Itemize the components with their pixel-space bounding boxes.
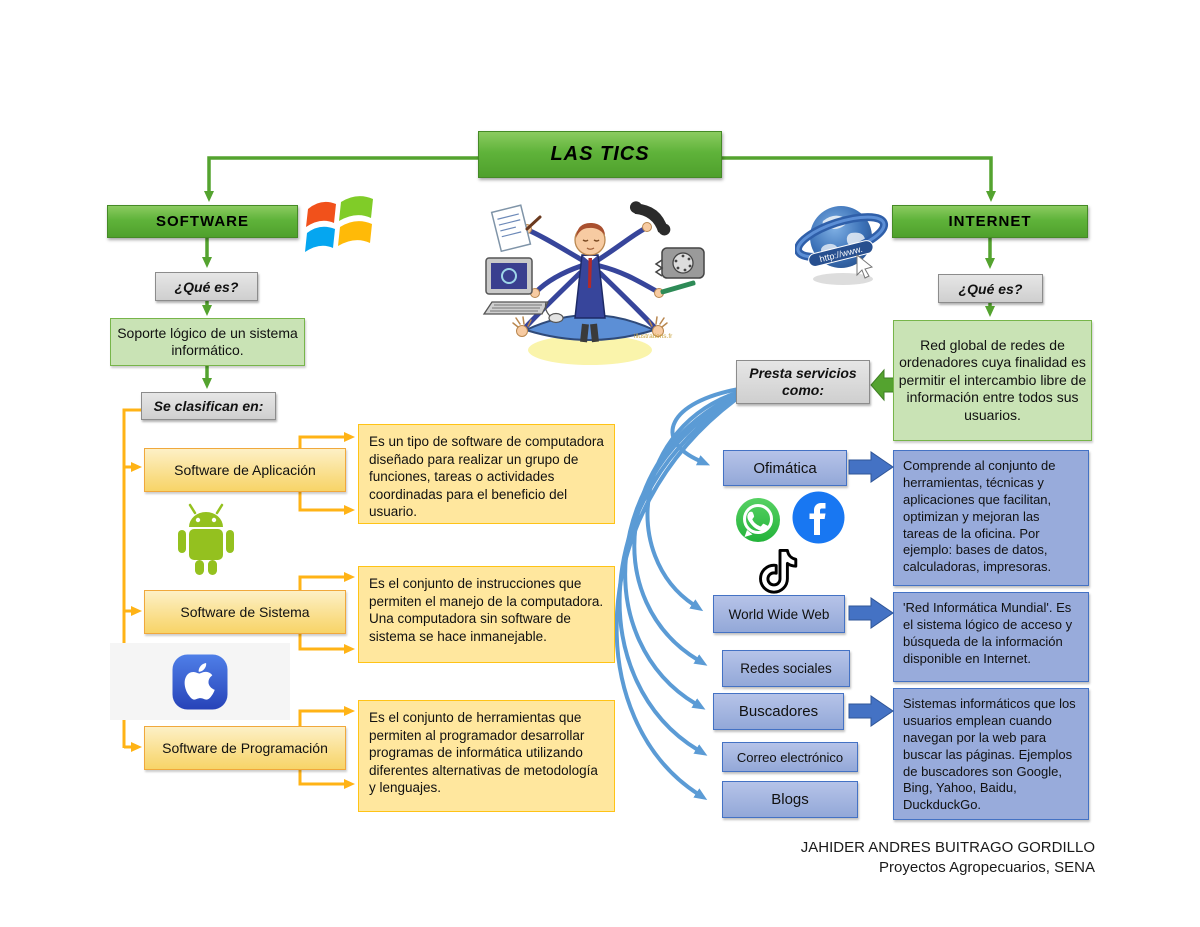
service-buscadores: Buscadores xyxy=(713,693,844,730)
service-label: Redes sociales xyxy=(740,661,832,676)
description-text: Es el conjunto de herramientas que permi… xyxy=(369,710,598,796)
author-credit: JAHIDER ANDRES BUITRAGO GORDILLO Proyect… xyxy=(700,838,1095,879)
whatsapp-logo-icon xyxy=(736,498,780,542)
category-software-aplicacion: Software de Aplicación xyxy=(144,448,346,492)
category-software-programacion: Software de Programación xyxy=(144,726,346,770)
cursor-arrow-icon xyxy=(856,253,874,279)
service-ofimatica-description: Comprende al conjunto de herramientas, t… xyxy=(893,450,1089,586)
software-classify-text: Se clasifican en: xyxy=(153,398,264,414)
service-label: World Wide Web xyxy=(728,606,830,622)
software-que-es-text: ¿Qué es? xyxy=(174,278,239,295)
blue-block-arrows xyxy=(848,451,894,727)
service-label: Correo electrónico xyxy=(736,749,844,765)
service-blogs: Blogs xyxy=(722,781,858,818)
services-label-box: Presta servicios como: xyxy=(736,360,870,404)
category-label: Software de Programación xyxy=(162,740,328,756)
internet-definition-text: Red global de redes de ordenadores cuya … xyxy=(898,336,1087,423)
description-text: Es el conjunto de instrucciones que perm… xyxy=(369,576,604,644)
internet-que-es-text: ¿Qué es? xyxy=(958,280,1023,297)
software-que-es-box: ¿Qué es? xyxy=(155,272,258,301)
description-text: Comprende al conjunto de herramientas, t… xyxy=(903,458,1056,575)
software-branch-box: SOFTWARE xyxy=(107,205,298,238)
service-ofimatica: Ofimática xyxy=(723,450,847,486)
android-logo-icon xyxy=(178,503,234,575)
internet-que-es-box: ¿Qué es? xyxy=(938,274,1043,303)
services-label-text: Presta servicios como: xyxy=(749,365,857,398)
apple-icon-panel xyxy=(110,643,290,720)
facebook-logo-icon xyxy=(792,491,845,544)
internet-label: INTERNET xyxy=(948,213,1032,230)
clipart-watermark: illustrations.fr xyxy=(634,333,673,340)
software-definition-text: Soporte lógico de un sistema informático… xyxy=(117,324,298,359)
service-world-wide-web: World Wide Web xyxy=(713,595,845,633)
service-label: Ofimática xyxy=(753,459,817,477)
green-block-arrow-left xyxy=(870,368,896,402)
software-label: SOFTWARE xyxy=(156,213,249,230)
internet-branch-box: INTERNET xyxy=(892,205,1088,238)
service-redes-sociales: Redes sociales xyxy=(722,650,850,687)
service-label: Blogs xyxy=(771,791,809,808)
tiktok-logo-icon xyxy=(759,549,798,594)
category-label: Software de Sistema xyxy=(180,604,310,620)
multitasking-person-clipart: illustrations.fr xyxy=(482,201,705,365)
description-text: Sistemas informáticos que los usuarios e… xyxy=(903,696,1076,813)
service-label: Buscadores xyxy=(738,703,819,720)
title-box: LAS TICS xyxy=(478,131,722,178)
author-name: JAHIDER ANDRES BUITRAGO GORDILLO xyxy=(800,839,1095,856)
title-text: LAS TICS xyxy=(550,143,650,165)
service-buscadores-description: Sistemas informáticos que los usuarios e… xyxy=(893,688,1089,820)
blue-curved-arrows xyxy=(614,387,741,801)
category-aplicacion-description: Es un tipo de software de computadora di… xyxy=(358,424,615,524)
author-program: Proyectos Agropecuarios, SENA xyxy=(879,859,1095,877)
software-classify-box: Se clasifican en: xyxy=(141,392,276,420)
service-www-description: 'Red Informática Mundial'. Es el sistema… xyxy=(893,592,1089,682)
apple-logo-icon xyxy=(172,654,228,709)
category-software-sistema: Software de Sistema xyxy=(144,590,346,634)
service-correo-electronico: Correo electrónico xyxy=(722,742,858,772)
category-sistema-description: Es el conjunto de instrucciones que perm… xyxy=(358,566,615,663)
internet-globe-icon: http://www. xyxy=(795,206,889,285)
category-label: Software de Aplicación xyxy=(174,462,316,478)
software-definition-box: Soporte lógico de un sistema informático… xyxy=(110,318,305,366)
description-text: Es un tipo de software de computadora di… xyxy=(369,434,604,520)
internet-definition-box: Red global de redes de ordenadores cuya … xyxy=(893,320,1092,441)
windows-logo-icon xyxy=(305,196,373,252)
category-programacion-description: Es el conjunto de herramientas que permi… xyxy=(358,700,615,812)
description-text: 'Red Informática Mundial'. Es el sistema… xyxy=(903,600,1073,666)
